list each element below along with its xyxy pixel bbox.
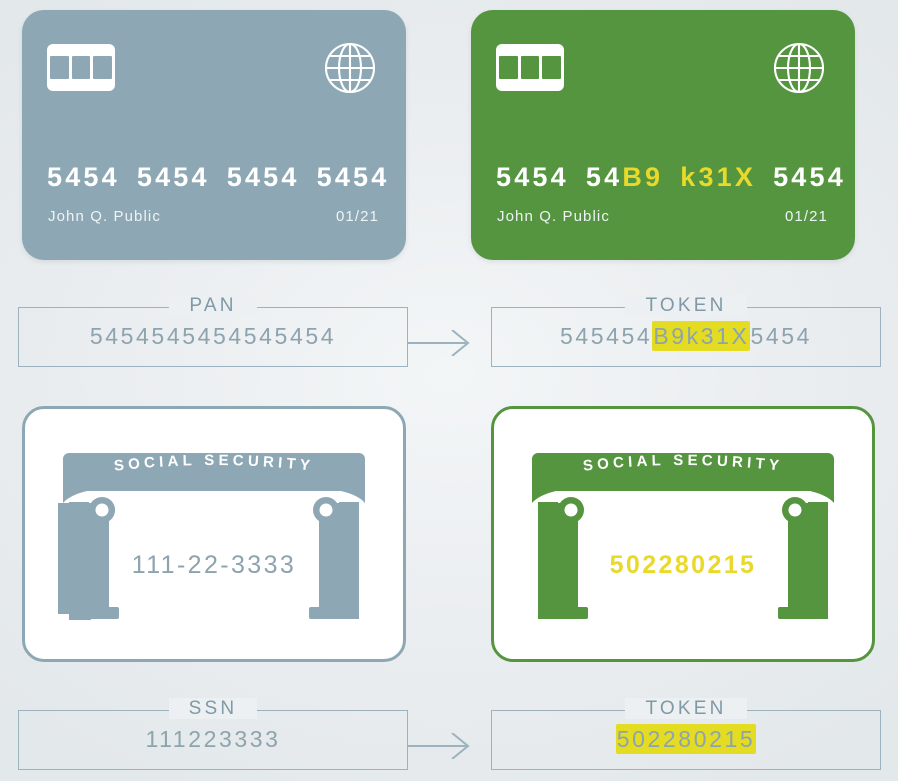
arrow-right-icon [408, 733, 470, 759]
globe-icon [324, 42, 376, 94]
card-number-group: 5454 [316, 162, 390, 192]
token-label: TOKEN [625, 295, 747, 316]
card-number-token: k31X [680, 162, 757, 192]
card-chip-icon [496, 44, 564, 91]
card-expiry: 01/21 [335, 208, 379, 225]
token-suffix: 5454 [750, 323, 813, 349]
card-number-group: 5454 [496, 162, 569, 192]
ssn-banner-text: SOCIAL SECURITY [113, 452, 311, 475]
ssn-card-illustration: SOCIAL SECURITY [58, 452, 365, 620]
ssn-label-wrap: SSN [19, 698, 407, 720]
card-number-group: 5454 [136, 162, 210, 192]
token-label-wrap: TOKEN [492, 295, 880, 317]
token-label-wrap: TOKEN [492, 698, 880, 720]
pan-label-wrap: PAN [19, 295, 407, 317]
ssn-field-box: SSN 111223333 [18, 698, 408, 770]
card-number-token: B9 [622, 162, 664, 192]
svg-text:SOCIAL SECURITY: SOCIAL SECURITY [582, 452, 784, 475]
token-label: TOKEN [625, 698, 747, 719]
pan-label: PAN [169, 295, 257, 316]
card-number-group: 54B9 [586, 162, 663, 192]
card-number-group: 5454 [226, 162, 300, 192]
pan-field-box: PAN 5454545454545454 [18, 295, 408, 367]
globe-icon [773, 42, 825, 94]
ssn-number-tokenized: 502280215 [609, 551, 757, 579]
token-field-box-ssn: TOKEN 502280215 [491, 698, 881, 770]
original-data-column: 5454 5454 5454 5454 John Q. Public 01/21 PA… [18, 10, 470, 770]
ssn-number-original: 111-22-3333 [131, 551, 297, 579]
ssn-banner-text: SOCIAL SECURITY [582, 452, 780, 475]
ssn-value: 111223333 [145, 726, 281, 752]
token-field-box-card: TOKEN 545454B9k31X5454 [491, 295, 881, 367]
social-security-card-tokenized: SOCIAL SECURITY 502280215 [491, 406, 875, 662]
card-number-plain: 5454 [773, 162, 846, 192]
card-chip-icon [47, 44, 115, 91]
card-number-group: 5454 [47, 162, 120, 192]
token-value-ssn: 502280215 [492, 724, 880, 754]
token-highlight: 502280215 [615, 724, 757, 754]
ssn-card-illustration: SOCIAL SECURITY [532, 452, 834, 619]
card-number-plain: 54 [585, 162, 623, 192]
token-prefix: 545454 [559, 323, 653, 349]
social-security-card-original: SOCIAL SECURITY 111-22-3333 [22, 406, 406, 662]
card-number-group: 5454 [773, 162, 846, 192]
pan-value: 5454545454545454 [89, 323, 337, 349]
credit-card-original: 5454 5454 5454 5454 John Q. Public 01/21 [22, 10, 406, 260]
cardholder-name: John Q. Public [48, 208, 161, 225]
token-value-card: 545454B9k31X5454 [492, 321, 880, 351]
card-expiry: 01/21 [784, 208, 828, 225]
svg-text:SOCIAL SECURITY: SOCIAL SECURITY [113, 452, 315, 475]
card-number-plain: 5454 [496, 162, 569, 192]
token-highlight: B9k31X [652, 321, 751, 351]
arrow-right-icon [408, 330, 470, 356]
card-number-original: 5454 5454 5454 5454 [47, 162, 390, 193]
card-number-group: k31X [680, 162, 756, 192]
ssn-label: SSN [168, 698, 258, 719]
cardholder-name: John Q. Public [497, 208, 610, 225]
